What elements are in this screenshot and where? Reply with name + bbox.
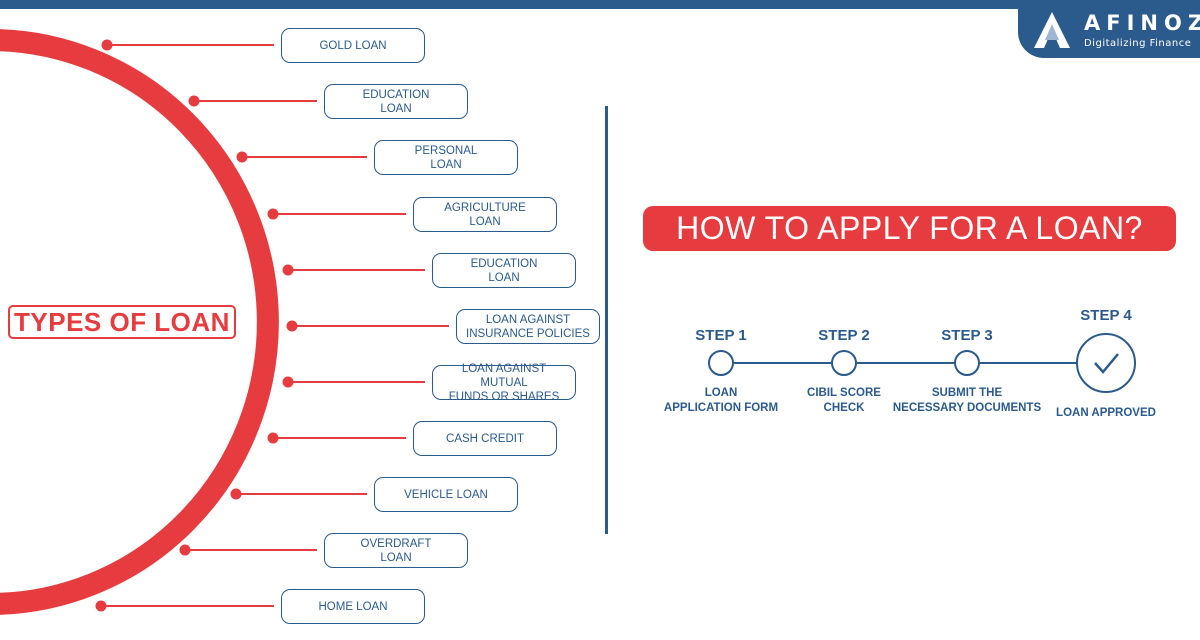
top-banner-bar — [0, 0, 1200, 9]
loan-type-label: LOAN AGAINST INSURANCE POLICIES — [466, 313, 590, 340]
loan-type-item[interactable]: GOLD LOAN — [281, 28, 425, 63]
types-of-loan-title: TYPES OF LOAN — [8, 305, 236, 339]
loan-type-label: VEHICLE LOAN — [404, 488, 488, 501]
step-1-description: LOAN APPLICATION FORM — [663, 387, 779, 414]
red-arc — [0, 29, 279, 615]
step-4-description: LOAN APPROVED — [1056, 407, 1156, 419]
loan-connector-dot — [95, 600, 107, 612]
loan-connector-dot — [188, 95, 200, 107]
loan-type-item[interactable]: EDUCATION LOAN — [432, 253, 576, 288]
loan-connector-dot — [282, 264, 294, 276]
loan-type-label: PERSONAL LOAN — [414, 144, 478, 171]
loan-types-diagram — [0, 29, 449, 615]
step-3-title: STEP 3 — [941, 327, 993, 344]
loan-type-label: EDUCATION LOAN — [362, 88, 430, 115]
step-2-marker — [831, 350, 857, 376]
loan-type-item[interactable]: PERSONAL LOAN — [374, 140, 518, 175]
step-2-title: STEP 2 — [818, 327, 870, 344]
brand-tagline: Digitalizing Finance — [1084, 38, 1192, 49]
loan-type-label: HOME LOAN — [318, 600, 388, 613]
brand-name: AFINOZ — [1084, 11, 1200, 35]
step-4-marker — [1076, 333, 1136, 393]
step-3-marker — [954, 350, 980, 376]
loan-type-label: CASH CREDIT — [446, 432, 524, 445]
section-divider — [605, 106, 608, 534]
loan-type-item[interactable]: LOAN AGAINST INSURANCE POLICIES — [456, 309, 600, 344]
loan-connector-dot — [236, 151, 248, 163]
how-to-apply-title: HOW TO APPLY FOR A LOAN? — [643, 206, 1176, 251]
loan-connector-dot — [286, 320, 298, 332]
step-3-description: SUBMIT THE NECESSARY DOCUMENTS — [892, 387, 1042, 414]
loan-type-item[interactable]: OVERDRAFT LOAN — [324, 533, 468, 568]
loan-type-label: AGRICULTURE LOAN — [444, 201, 526, 228]
step-1-title: STEP 1 — [695, 327, 747, 344]
loan-connector-dot — [230, 488, 242, 500]
loan-type-item[interactable]: VEHICLE LOAN — [374, 477, 518, 512]
loan-connector-dot — [267, 432, 279, 444]
loan-type-label: EDUCATION LOAN — [470, 257, 538, 284]
steps-timeline-line — [722, 362, 1106, 364]
step-1-marker — [708, 350, 734, 376]
loan-connector-dot — [267, 208, 279, 220]
checkmark-icon — [1094, 353, 1119, 374]
afinoz-logo-icon — [1034, 12, 1070, 48]
loan-type-label: OVERDRAFT LOAN — [360, 537, 432, 564]
brand-logo[interactable]: AFINOZ Digitalizing Finance — [1018, 0, 1200, 58]
loan-connector-dot — [282, 376, 294, 388]
loan-type-item[interactable]: AGRICULTURE LOAN — [413, 197, 557, 232]
loan-type-item[interactable]: CASH CREDIT — [413, 421, 557, 456]
loan-type-label: LOAN AGAINST MUTUAL FUNDS OR SHARES — [448, 362, 560, 403]
step-4-title: STEP 4 — [1080, 307, 1132, 324]
step-2-description: CIBIL SCORE CHECK — [807, 387, 881, 414]
loan-type-item[interactable]: HOME LOAN — [281, 589, 425, 624]
loan-connector-dot — [101, 39, 113, 51]
loan-type-item[interactable]: LOAN AGAINST MUTUAL FUNDS OR SHARES — [432, 363, 576, 403]
loan-type-item[interactable]: EDUCATION LOAN — [324, 84, 468, 119]
loan-connector-dot — [179, 544, 191, 556]
loan-type-label: GOLD LOAN — [319, 39, 387, 52]
